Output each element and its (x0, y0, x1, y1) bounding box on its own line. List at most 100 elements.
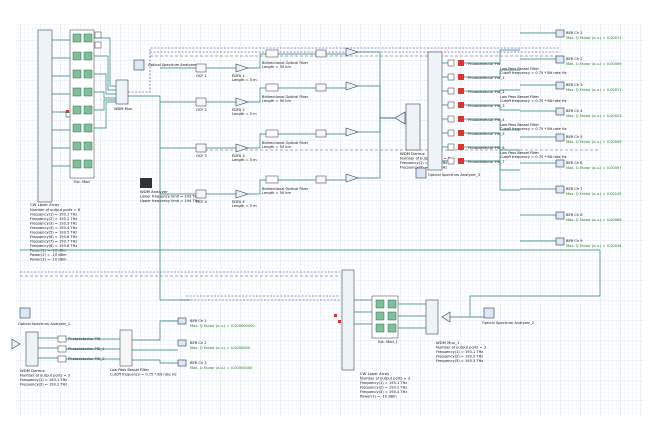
demux-top-title: WDM Demux (400, 151, 426, 156)
fiber-spool-icon[interactable] (265, 49, 279, 58)
lower-lpf-block[interactable] (119, 329, 133, 367)
lower-demux-param: Number of output ports = 3 (20, 374, 70, 378)
edfa-label: EDFA 1 (232, 74, 245, 78)
lower-demux-param: Frequency(1) = 193.1 THz (20, 378, 67, 382)
demux-top-param: Number of output ports = 8 (400, 157, 451, 161)
ber-analyzer-icon[interactable] (555, 133, 565, 142)
ber-name: BER Ch 4 (566, 109, 583, 113)
cw-laser-array-block[interactable] (37, 29, 53, 203)
ocf-label: OCF 2 (196, 108, 207, 112)
ber-analyzer-icon[interactable] (555, 107, 565, 116)
pin-marker (458, 158, 464, 164)
pin-icon[interactable] (447, 115, 455, 123)
ber-analyzer-icon[interactable] (555, 29, 565, 38)
ber-lower-2-icon[interactable] (177, 339, 187, 347)
pin-icon[interactable] (447, 73, 455, 81)
ocf-icon[interactable] (195, 189, 207, 199)
pin-icon[interactable] (447, 129, 455, 137)
laser-array-title: CW Laser Array (30, 202, 60, 207)
pin-icon[interactable] (447, 59, 455, 67)
ber-name: BER Ch 1 (566, 31, 583, 35)
ber-lower-3-icon[interactable] (177, 359, 187, 367)
edfa-icon[interactable] (345, 47, 359, 57)
laser-param: Power(1) = -10 dBm (30, 249, 67, 253)
lower-demux-block[interactable] (25, 331, 39, 367)
ber-analyzer-icon[interactable] (555, 185, 565, 194)
pin-label: Photodetector PIN_5 (468, 132, 505, 136)
fiber-spool-icon[interactable] (265, 129, 279, 138)
osa-left-label: Optical Spectrum Analyzer_1 (18, 322, 70, 326)
lower-laser-param: Power(1) = -10 dBm (360, 395, 397, 399)
wdm-mux-block[interactable] (115, 79, 129, 105)
laser-param: Frequency(6) = 193.6 THz (30, 235, 77, 239)
ber-lower-val: Max. Q Factor (a.u.) = 0.0000000 (190, 346, 251, 350)
osa-top-icon[interactable] (133, 59, 145, 71)
modulator-stack[interactable] (69, 29, 102, 179)
ber-name: BER Ch 2 (566, 57, 583, 61)
pin-label: Photodetector PIN_7 (468, 160, 505, 164)
pin-icon[interactable] (447, 87, 455, 95)
lower-mux-param: Frequency(1) = 193.1 THz (436, 350, 483, 354)
osa-right-icon[interactable] (483, 307, 495, 319)
demux-stack[interactable] (427, 51, 443, 171)
ocf-label: OCF 3 (196, 154, 207, 158)
laser-param: Frequency(7) = 193.7 THz (30, 240, 77, 244)
ber-value: Max. Q Factor (a.u.) = 0.00009 (566, 62, 622, 66)
lower-mux-title: WDM Mux_1 (436, 340, 460, 345)
osa-left-icon[interactable] (19, 307, 31, 319)
osa-mid-icon[interactable] (415, 167, 427, 179)
edfa-label: EDFA 4 (232, 200, 245, 204)
lower-laser-block[interactable] (341, 269, 355, 371)
fiber-spool-icon[interactable] (265, 83, 279, 92)
lpf-param: Cutoff frequency = 0.75 * Bit rate Hz (500, 127, 567, 131)
wdm-analyzer-icon[interactable] (140, 178, 152, 188)
lpf-param: Cutoff frequency = 0.75 * Bit rate Hz (500, 71, 567, 75)
lower-mux-block[interactable] (425, 299, 439, 335)
lower-modulators[interactable] (371, 295, 399, 339)
ocf-icon[interactable] (195, 143, 207, 153)
edfa-icon[interactable] (345, 127, 359, 137)
ber-analyzer-icon[interactable] (555, 55, 565, 64)
ber-analyzer-icon[interactable] (555, 81, 565, 90)
edfa-icon[interactable] (345, 173, 359, 183)
pin-icon[interactable] (447, 143, 455, 151)
ocf-icon[interactable] (315, 129, 327, 138)
pin-marker (458, 116, 464, 122)
pin-icon[interactable] (447, 157, 455, 165)
ocf-icon[interactable] (315, 175, 327, 184)
edfa-label: EDFA 3 (232, 154, 245, 158)
wdm-demux-block[interactable] (405, 103, 421, 151)
wdm-analyzer-title: WDM Analyzer (140, 189, 168, 194)
lpf-label: Low Pass Bessel Filter (500, 95, 540, 99)
ber-analyzer-icon[interactable] (555, 211, 565, 220)
edfa-length: Length = 5 m (232, 112, 257, 116)
wdm-mux-label: WDM Mux (114, 107, 133, 111)
ber-analyzer-icon[interactable] (555, 159, 565, 168)
ocf-icon[interactable] (315, 49, 327, 58)
ocf-icon[interactable] (195, 63, 207, 73)
pin-label: Photodetector PIN_4 (468, 118, 505, 122)
top-transmitter: Ext. Mod CW Laser Array Number of output… (30, 29, 199, 262)
lower-pulse-icon[interactable] (334, 314, 341, 323)
edfa-icon[interactable] (345, 81, 359, 91)
ber-name: BER Ch 3 (566, 83, 583, 87)
ber-analyzer-icon[interactable] (555, 237, 565, 246)
laser-param: Frequency(3) = 193.3 THz (30, 222, 77, 226)
lpf-param: Cutoff frequency = 0.75 * Bit rate Hz (500, 155, 567, 159)
ocf-icon[interactable] (195, 97, 207, 107)
ocf-icon[interactable] (315, 83, 327, 92)
ber-value: Max. Q Factor (a.u.) = 0.00089 (566, 218, 622, 222)
fiber-spool-icon[interactable] (265, 175, 279, 184)
pin-icon[interactable] (447, 101, 455, 109)
ber-lower-1-icon[interactable] (177, 317, 187, 325)
wdm-analyzer-param: Upper frequency limit = 194 THz (140, 199, 199, 203)
laser-param: Power(2) = -10 dBm (30, 253, 67, 257)
ber-value: Max. Q Factor (a.u.) = 0.00049 (566, 140, 622, 144)
fiber-label: Bidirectional Optical Fiber (262, 61, 309, 65)
ber-value: Max. Q Factor (a.u.) = 0.00034 (566, 244, 622, 248)
